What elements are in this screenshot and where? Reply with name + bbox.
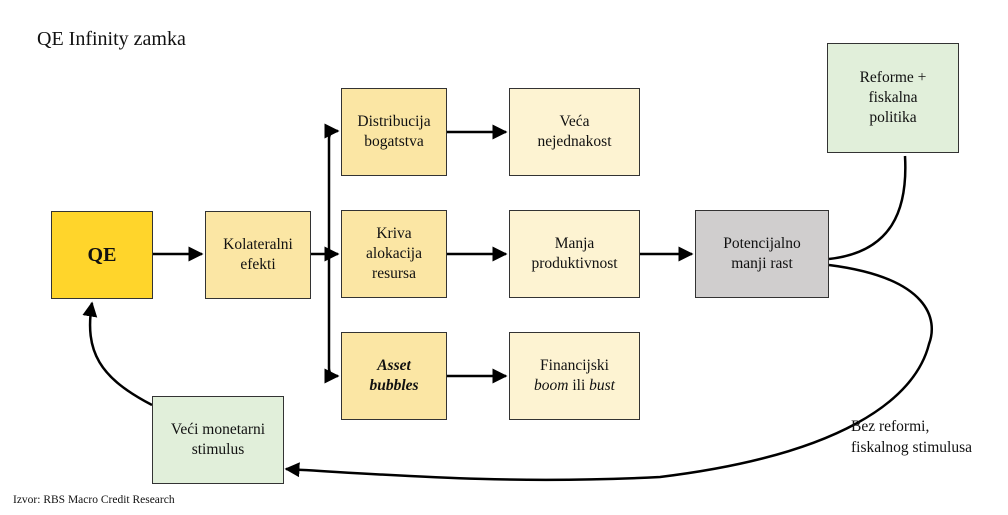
node-bubbles-line2: bubbles [369, 377, 419, 394]
node-boom-line1: Financijski [540, 356, 609, 374]
node-monetary-stimulus: Veći monetarni stimulus [152, 396, 284, 484]
node-wealth-line1: Distribucija [357, 112, 431, 130]
node-productivity-line1: Manja [554, 234, 595, 252]
curve-growth-to-reforms [828, 155, 907, 261]
node-inequality-line1: Veća [559, 112, 590, 130]
node-collateral-line1: Kolateralni [223, 235, 293, 253]
node-boom-line2: boom ili bust [534, 376, 615, 396]
diagram-title: QE Infinity zamka [37, 28, 186, 50]
node-stimulus-line1: Veći monetarni [170, 420, 266, 438]
node-bubbles-line1: Asset [377, 356, 411, 374]
node-asset-bubbles: Asset bubbles [341, 332, 447, 420]
node-misallocation-line2: alokacija [366, 244, 422, 262]
no-reform-note: Bez reformi, fiskalnog stimulusa [851, 417, 972, 459]
source-note: Izvor: RBS Macro Credit Research [13, 494, 175, 506]
node-wealth-distribution: Distribucija bogatstva [341, 88, 447, 176]
curve-stimulus-to-qe [82, 301, 153, 407]
node-boom-word-or: ili [568, 377, 590, 394]
node-reforms-line3: politika [869, 109, 917, 127]
node-boom-word-bust: bust [589, 377, 615, 394]
node-boom-word-boom: boom [534, 377, 569, 394]
node-growth-line1: Potencijalno [723, 234, 801, 252]
node-misallocation-line1: Kriva [376, 224, 412, 242]
node-lower-growth: Potencijalno manji rast [695, 210, 829, 298]
node-inequality-line2: nejednakost [537, 133, 612, 150]
node-reforms-fiscal: Reforme + fiskalna politika [827, 43, 959, 153]
node-misallocation: Kriva alokacija resursa [341, 210, 447, 298]
no-reform-line1: Bez reformi, [851, 418, 930, 435]
node-qe: QE [51, 211, 153, 299]
node-qe-label: QE [87, 244, 117, 266]
node-inequality: Veća nejednakost [509, 88, 640, 176]
no-reform-line2: fiskalnog stimulusa [851, 438, 972, 456]
node-stimulus-line2: stimulus [191, 441, 245, 458]
node-reforms-line2: fiskalna [868, 88, 918, 106]
node-financial-boom-bust: Financijski boom ili bust [509, 332, 640, 420]
node-reforms-line1: Reforme + [859, 68, 927, 86]
node-productivity: Manja produktivnost [509, 210, 640, 298]
node-collateral-line2: efekti [240, 256, 276, 273]
node-misallocation-line3: resursa [372, 265, 416, 283]
node-collateral-effects: Kolateralni efekti [205, 211, 311, 299]
node-wealth-line2: bogatstva [364, 133, 424, 150]
node-productivity-line2: produktivnost [531, 255, 618, 272]
curve-growth-to-stimulus [284, 263, 933, 482]
node-growth-line2: manji rast [731, 255, 793, 272]
